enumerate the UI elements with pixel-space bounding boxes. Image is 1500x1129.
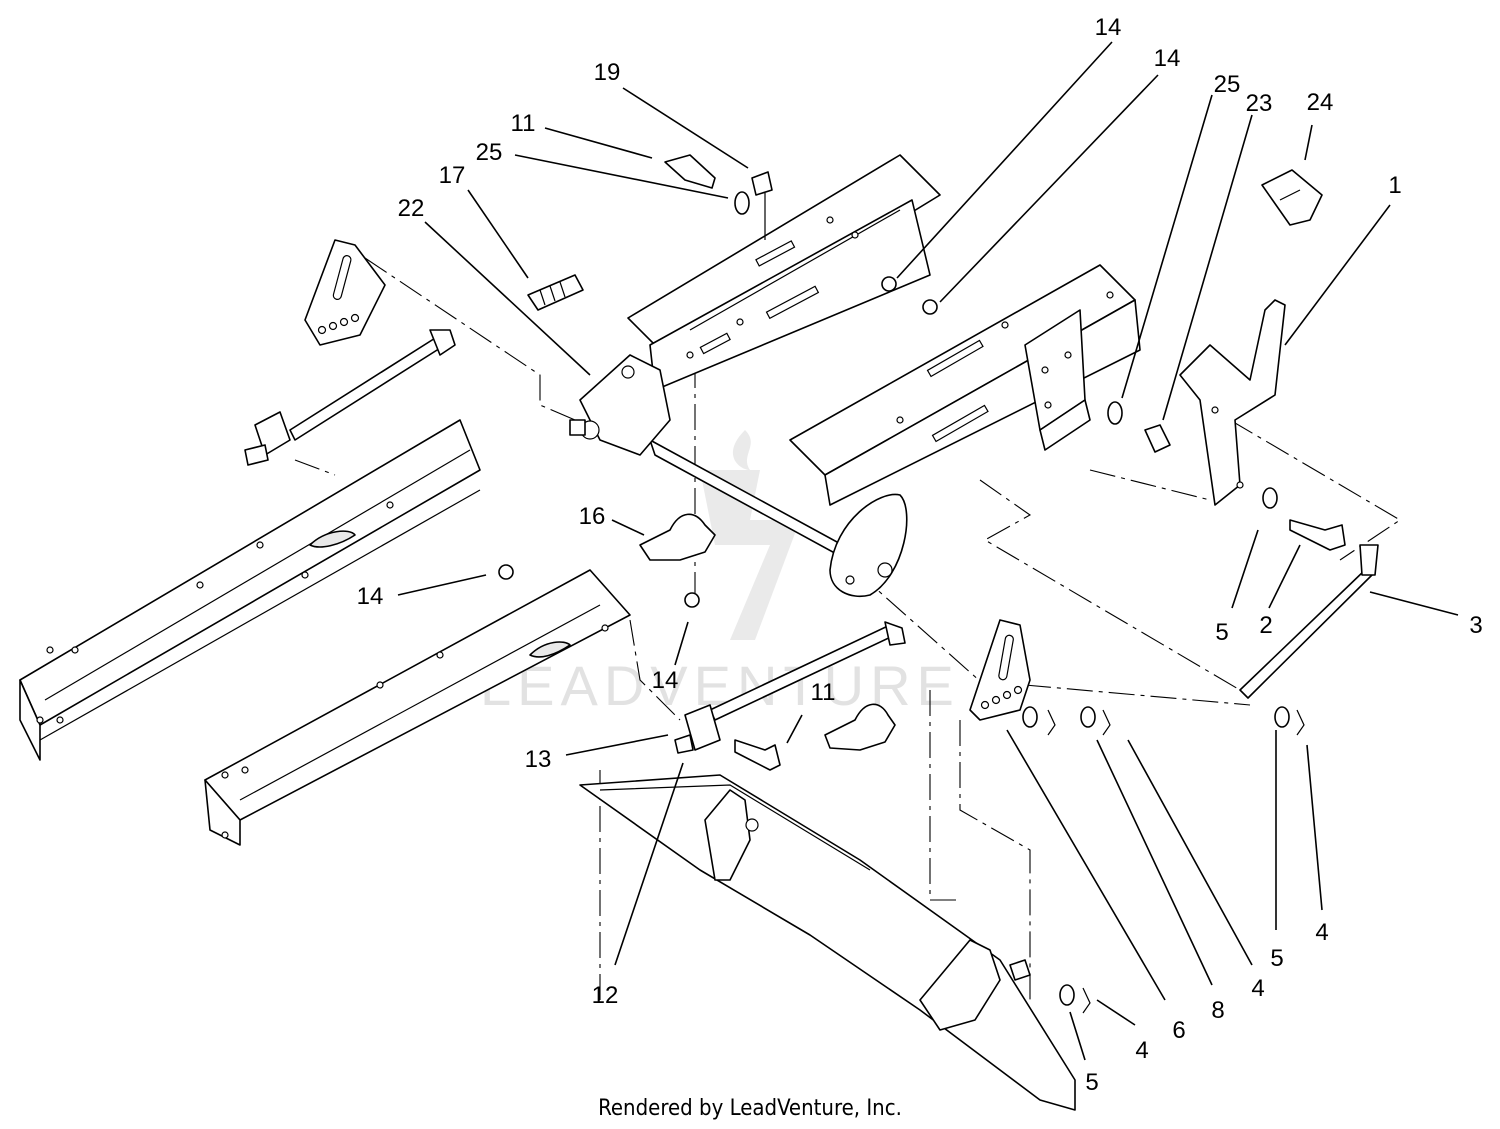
callout-14: 14 xyxy=(1154,45,1181,72)
callout-14: 14 xyxy=(357,583,384,610)
lower-adjust-rod xyxy=(674,621,906,754)
bolt-top xyxy=(664,154,716,189)
lever-knob xyxy=(1261,169,1323,226)
callout-11: 11 xyxy=(811,679,836,706)
callout-1: 1 xyxy=(1388,172,1401,199)
render-credit: Rendered by LeadVenture, Inc. xyxy=(598,1096,902,1121)
upper-adjust-rod xyxy=(244,329,456,466)
cross-shaft xyxy=(569,354,908,597)
callout-6: 6 xyxy=(1172,1017,1185,1044)
callout-24: 24 xyxy=(1307,89,1334,116)
washer-5-bottom xyxy=(1059,984,1075,1006)
nut-upper-a xyxy=(881,276,897,292)
clip-4-bottom xyxy=(1082,987,1091,1014)
callout-25: 25 xyxy=(1214,71,1241,98)
nut-14-left xyxy=(498,564,514,580)
bolt-lever xyxy=(1289,519,1346,551)
callout-4: 4 xyxy=(1251,975,1264,1002)
nut-14-mid xyxy=(684,592,700,608)
nut-upper-b xyxy=(922,299,938,315)
callout-5: 5 xyxy=(1270,945,1283,972)
spring xyxy=(527,274,584,311)
callout-5: 5 xyxy=(1215,619,1228,646)
clamp-lower xyxy=(824,703,896,751)
washer-right xyxy=(1107,401,1123,425)
bolt-19 xyxy=(751,171,773,240)
callout-labels: 14 14 25 23 24 1 19 11 25 17 22 16 14 14… xyxy=(357,14,1483,1096)
leader-lines xyxy=(397,41,1459,1061)
washer-6 xyxy=(1022,706,1038,728)
callout-4: 4 xyxy=(1135,1037,1148,1064)
center-frame-rail xyxy=(204,569,631,846)
callout-17: 17 xyxy=(439,162,466,189)
spacer xyxy=(1144,424,1171,453)
washer-8 xyxy=(1080,706,1096,728)
callout-19: 19 xyxy=(594,59,621,86)
callout-4: 4 xyxy=(1315,919,1328,946)
callout-2: 2 xyxy=(1259,612,1272,639)
callout-14: 14 xyxy=(652,667,679,694)
right-mount-plate xyxy=(1024,309,1091,451)
height-link-rod xyxy=(1239,544,1379,699)
callout-25: 25 xyxy=(476,139,503,166)
washer-5-rod xyxy=(1274,706,1290,728)
callout-14: 14 xyxy=(1095,14,1122,41)
callout-3: 3 xyxy=(1469,612,1482,639)
callout-11: 11 xyxy=(511,110,536,137)
clip-6 xyxy=(1047,709,1056,736)
callout-16: 16 xyxy=(579,503,606,530)
assembly-lines xyxy=(294,257,1402,1000)
left-lift-arm xyxy=(304,239,386,346)
clip-8 xyxy=(1102,709,1111,736)
callout-23: 23 xyxy=(1246,90,1273,117)
callout-22: 22 xyxy=(398,195,425,222)
callout-12: 12 xyxy=(592,982,619,1009)
mower-deck-section xyxy=(579,774,1076,1111)
washer-lever xyxy=(1262,487,1278,509)
left-frame-rail xyxy=(19,419,481,761)
clip-4-rod xyxy=(1296,709,1305,736)
callout-8: 8 xyxy=(1211,997,1224,1024)
right-lift-arm xyxy=(969,619,1031,721)
callout-5: 5 xyxy=(1085,1069,1098,1096)
washer-top xyxy=(734,191,750,215)
clamp-16 xyxy=(639,513,716,561)
callout-13: 13 xyxy=(525,746,552,773)
bolt-11-mid xyxy=(734,739,781,771)
upper-frame-channel xyxy=(627,154,941,391)
height-lever xyxy=(1179,299,1286,506)
